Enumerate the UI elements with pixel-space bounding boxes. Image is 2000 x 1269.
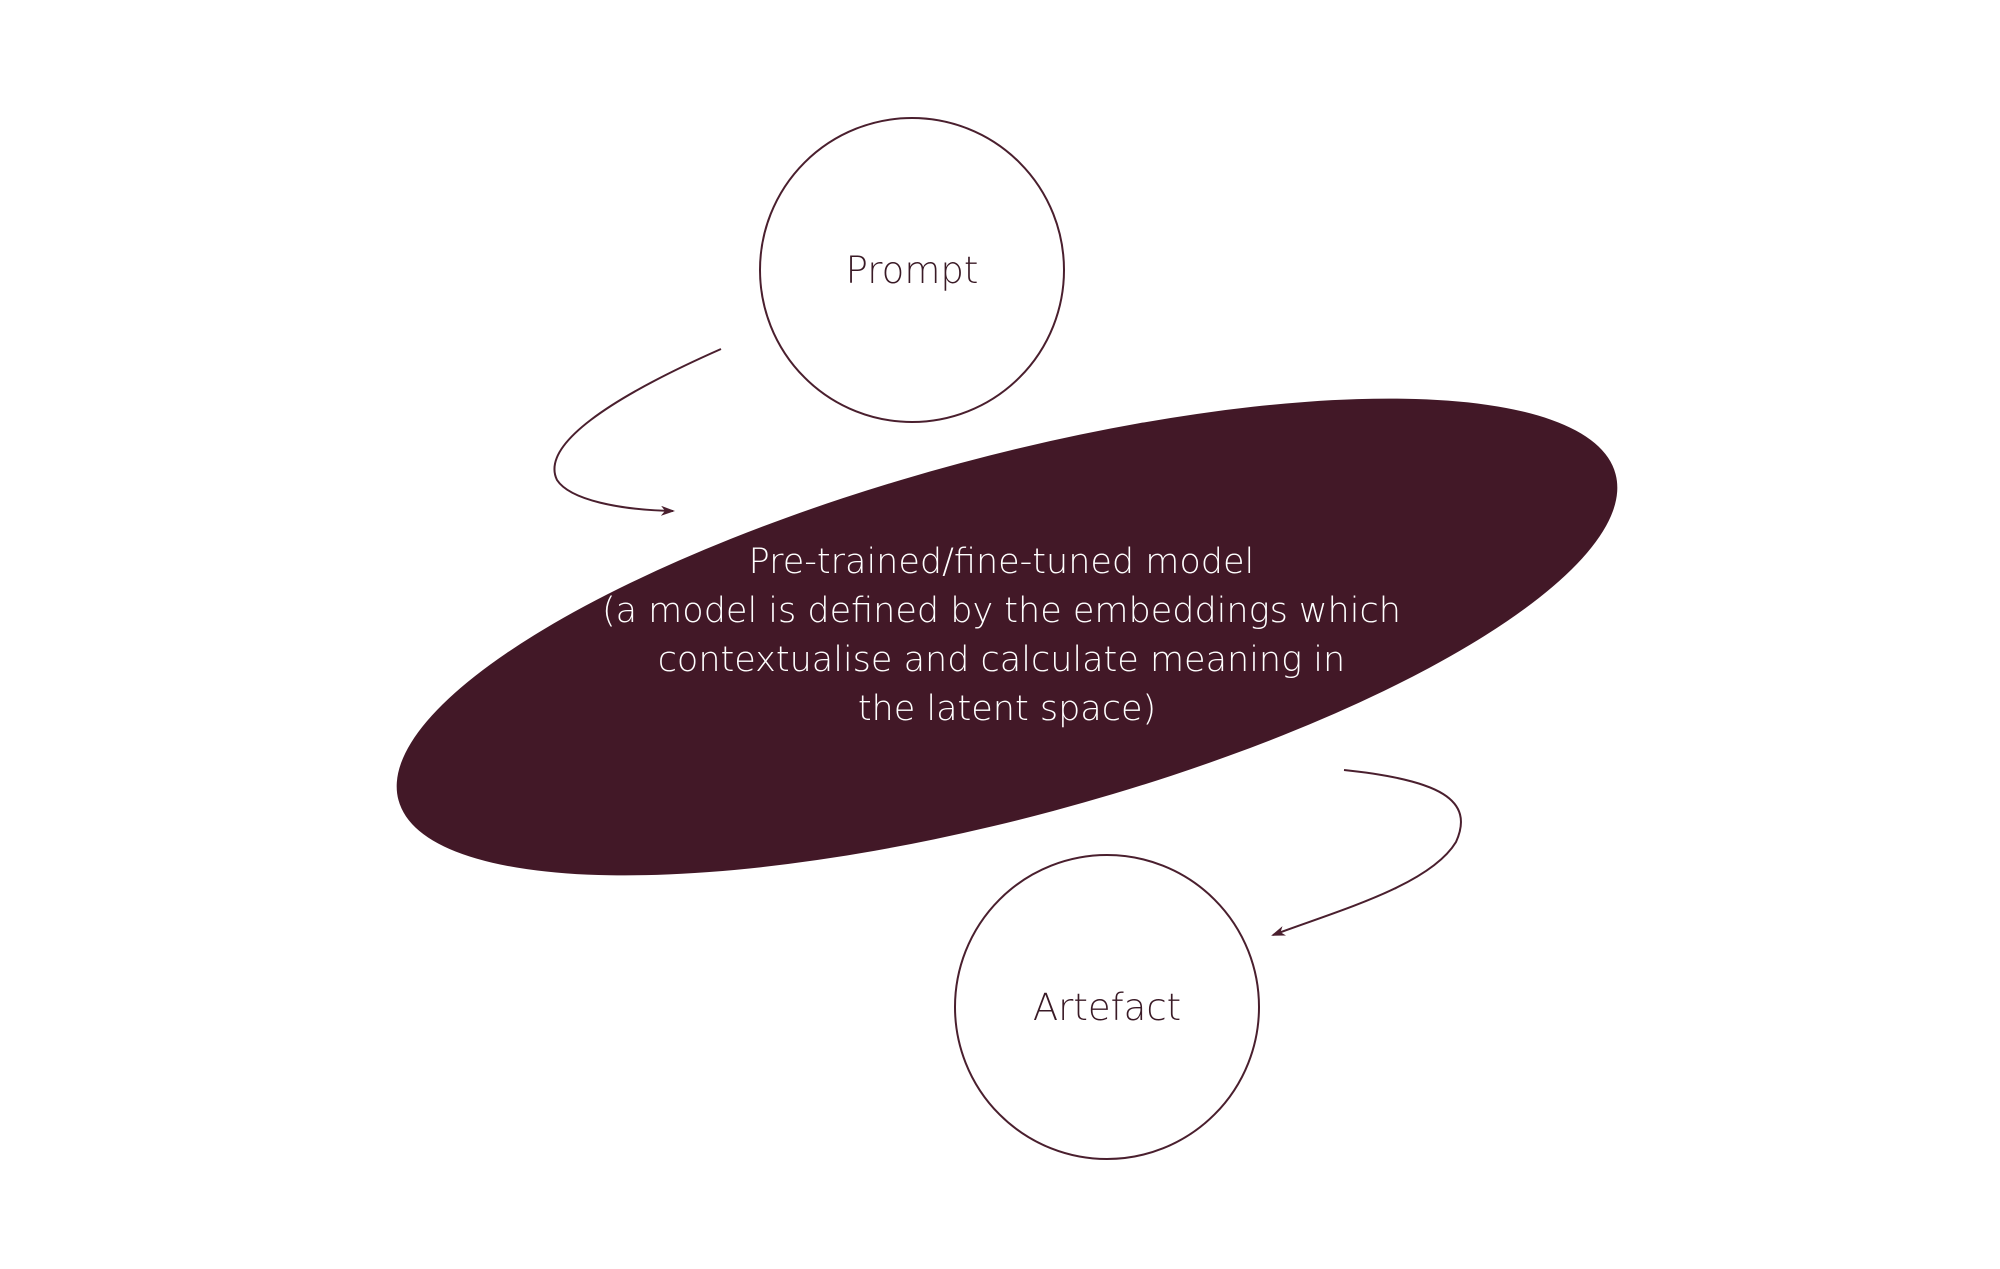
model-label-line-3: contextualise and calculate meaning in [658,640,1345,680]
artefact-node: Artefact [954,854,1260,1160]
arrow-prompt-to-model [553,348,722,516]
arrow-model-to-artefact [1271,769,1462,936]
prompt-label: Prompt [846,249,979,292]
artefact-label: Artefact [1033,986,1181,1029]
model-ellipse [396,398,1618,876]
model-label-line-2: (a model is defined by the embeddings wh… [602,591,1401,631]
model-label-line-4: the latent space) [858,689,1156,729]
model-node: Pre-trained/fine-tuned model (a model is… [396,398,1618,876]
model-label: Pre-trained/fine-tuned model (a model is… [602,542,1412,729]
prompt-node: Prompt [759,117,1065,423]
artefact-circle [954,854,1260,1160]
prompt-circle [759,117,1065,423]
model-label-line-1: Pre-trained/fine-tuned model [749,542,1255,582]
